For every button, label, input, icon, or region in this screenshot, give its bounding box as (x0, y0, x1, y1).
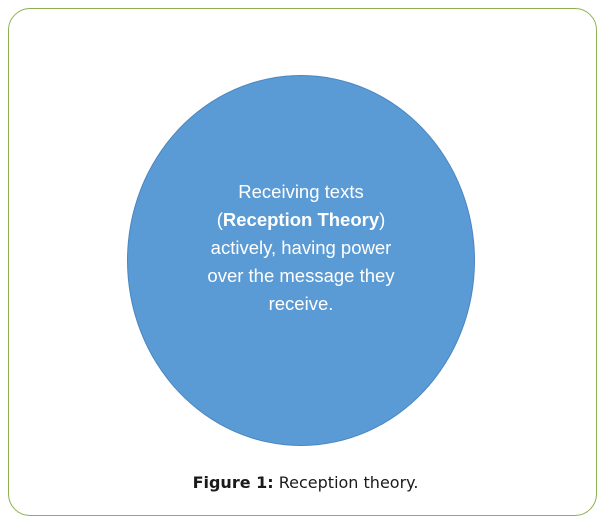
open-paren: ( (216, 209, 223, 230)
ellipse-text-line-4: over the message they (207, 265, 395, 286)
ellipse-text-line-2: (Reception Theory) (127, 206, 475, 234)
reception-theory-ellipse (127, 75, 475, 446)
ellipse-text-line-1: Receiving texts (238, 181, 364, 202)
caption-text: Reception theory. (273, 473, 419, 492)
figure-caption: Figure 1: Reception theory. (0, 473, 611, 492)
ellipse-text-line-3: actively, having power (210, 237, 392, 258)
reception-theory-bold: Reception Theory (222, 209, 380, 230)
ellipse-text: Receiving texts (Reception Theory) activ… (127, 178, 475, 318)
ellipse-text-line-5: receive. (268, 293, 334, 314)
caption-label: Figure 1: (192, 473, 274, 492)
close-paren: ) (379, 209, 386, 230)
